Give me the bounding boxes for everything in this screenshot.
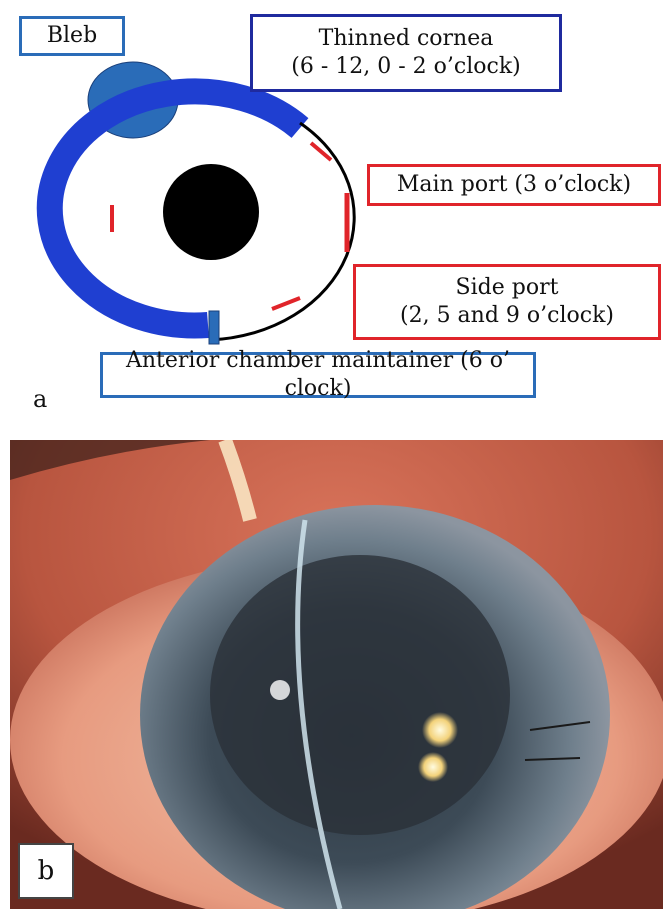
thinned-cornea-text-2: (6 - 12, 0 - 2 o’clock) — [291, 53, 520, 81]
eye-photo-illustration — [10, 440, 663, 909]
main-port-text: Main port (3 o’clock) — [397, 171, 631, 199]
ac-maintainer-label: Anterior chamber maintainer (6 o’ clock) — [100, 352, 536, 398]
thinned-cornea-text-1: Thinned cornea — [319, 25, 494, 53]
ac-maintainer-marker — [209, 311, 219, 344]
bleb-label: Bleb — [19, 16, 125, 56]
panel-letter-b: b — [18, 843, 74, 899]
light-reflex-lower — [418, 752, 448, 782]
pupil — [163, 164, 259, 260]
side-port-text-1: Side port — [456, 274, 559, 302]
bleb-label-text: Bleb — [47, 22, 97, 50]
light-reflex-upper — [422, 712, 458, 748]
clinical-photo: b — [10, 440, 663, 909]
schematic-panel: Bleb Thinned cornea (6 - 12, 0 - 2 o’clo… — [0, 0, 663, 430]
side-port-label: Side port (2, 5 and 9 o’clock) — [353, 264, 661, 340]
main-port-label: Main port (3 o’clock) — [367, 164, 661, 206]
side-port-5-oclock — [272, 298, 300, 309]
side-port-text-2: (2, 5 and 9 o’clock) — [400, 302, 614, 330]
panel-letter-b-text: b — [38, 856, 55, 886]
ac-maintainer-text: Anterior chamber maintainer (6 o’ clock) — [103, 347, 533, 403]
corneal-reflex — [270, 680, 290, 700]
thinned-cornea-label: Thinned cornea (6 - 12, 0 - 2 o’clock) — [250, 14, 562, 92]
side-port-2-oclock — [311, 143, 331, 160]
pupil-photo — [210, 555, 510, 835]
panel-letter-a: a — [33, 385, 47, 413]
